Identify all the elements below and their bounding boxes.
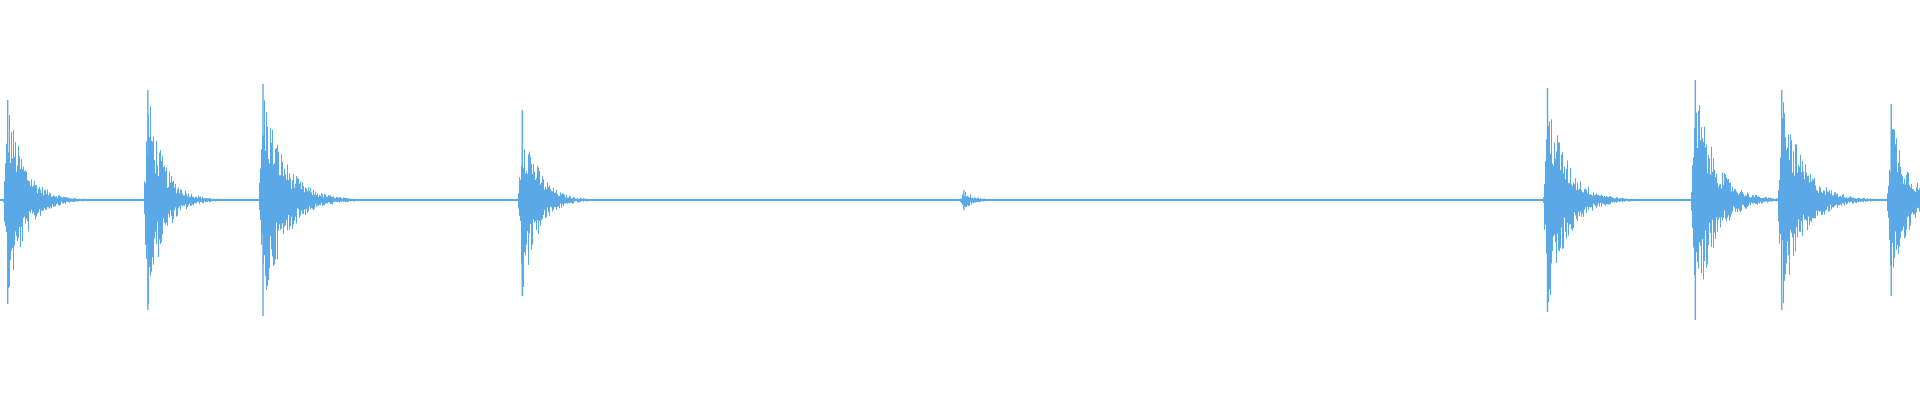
waveform-amplitude-trace xyxy=(0,100,1920,304)
waveform-samples xyxy=(0,80,1920,320)
